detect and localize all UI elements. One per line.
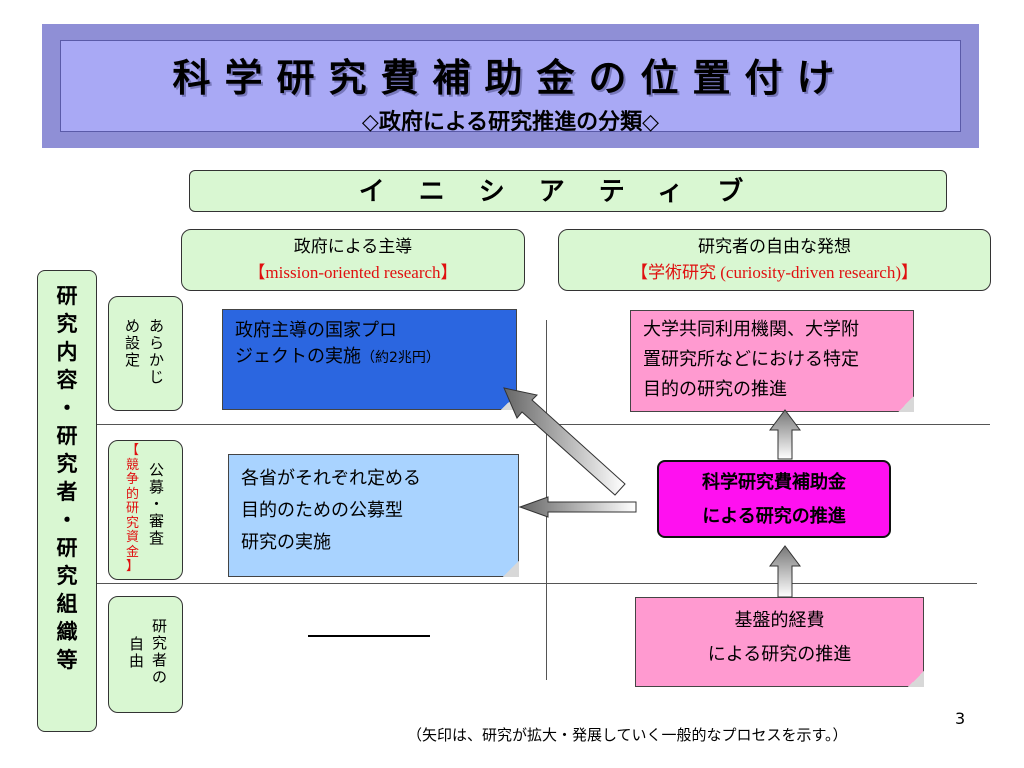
left-band-char: 者 bbox=[56, 480, 78, 504]
page-subtitle: ◇政府による研究推進の分類◇ bbox=[361, 110, 660, 135]
vertical-char: 究 bbox=[125, 515, 139, 531]
government-project-line2: ジェクトの実施 bbox=[235, 346, 361, 367]
row-label-competitive bbox=[108, 440, 183, 580]
arrow-left-to-ministry bbox=[518, 496, 637, 518]
vertical-char: 争 bbox=[125, 472, 139, 487]
column-header-free-academic: 【学術研究 bbox=[630, 263, 716, 283]
vertical-char: じ bbox=[148, 368, 164, 386]
vertical-char: 】 bbox=[125, 559, 139, 574]
empty-cell-dash bbox=[308, 635, 430, 637]
row-label-competitive-col-a: 公募・審査 bbox=[148, 462, 165, 547]
vertical-char: 研 bbox=[125, 501, 139, 516]
left-band-char: 織 bbox=[56, 620, 78, 644]
initiative-header: イニシアティブ bbox=[189, 170, 947, 212]
page-fold-corner bbox=[503, 561, 519, 577]
left-band-char: ・ bbox=[56, 396, 78, 420]
vertical-char: 由 bbox=[128, 652, 144, 670]
column-header-free-title: 研究者の自由な発想 bbox=[698, 237, 851, 257]
vertical-char: 的 bbox=[125, 486, 139, 502]
column-header-government-title: 政府による主導 bbox=[293, 237, 413, 257]
row-label-competitive-col-b: 【競争的研究資金】 bbox=[124, 443, 141, 575]
left-band-char: 究 bbox=[56, 312, 78, 336]
vertical-char: ら bbox=[148, 334, 164, 352]
page-fold-corner bbox=[898, 396, 914, 412]
page-number: 3 bbox=[955, 709, 966, 728]
left-band-char: 究 bbox=[56, 564, 78, 588]
left-band-char: 研 bbox=[56, 536, 78, 560]
vertical-char: 金 bbox=[125, 544, 139, 560]
arrow-up-to-kaken bbox=[769, 545, 801, 598]
vertical-char: ・ bbox=[148, 495, 164, 513]
vertical-char: 募 bbox=[148, 478, 164, 496]
ministry-line1: 各省がそれぞれ定める bbox=[241, 468, 421, 489]
government-project-line1: 政府主導の国家プロ bbox=[235, 320, 397, 341]
vertical-char: め bbox=[124, 317, 140, 335]
row-label-predetermined bbox=[108, 296, 183, 411]
row-label-predetermined-col-b: め設定 bbox=[124, 318, 141, 369]
basic-funding-line2: による研究の推進 bbox=[707, 644, 852, 665]
row-label-researcher-free-col-a: 研究者の bbox=[151, 618, 168, 686]
government-national-project-box: 政府主導の国家プロ ジェクトの実施（約2兆円） bbox=[222, 309, 517, 410]
row-label-researcher-free-col-b: 自由 bbox=[128, 636, 145, 670]
vertical-char: 者 bbox=[151, 651, 167, 669]
kaken-grant-box: 科学研究費補助金 による研究の推進 bbox=[657, 460, 891, 538]
kaken-line2: による研究の推進 bbox=[702, 506, 846, 527]
column-header-government: 政府による主導 【mission-oriented research】 bbox=[181, 229, 525, 291]
left-band-char: 究 bbox=[56, 452, 78, 476]
university-line1: 大学共同利用機関、大学附 bbox=[643, 319, 859, 340]
vertical-char: 設 bbox=[124, 334, 140, 352]
vertical-char: 研 bbox=[151, 617, 167, 635]
vertical-char: の bbox=[151, 668, 167, 686]
vertical-char: 競 bbox=[125, 457, 139, 473]
basic-funding-box: 基盤的経費 による研究の推進 bbox=[635, 597, 924, 687]
page-fold-corner bbox=[908, 671, 924, 687]
vertical-char: 究 bbox=[151, 634, 167, 652]
row-divider-2 bbox=[97, 583, 977, 584]
vertical-char: 定 bbox=[124, 351, 140, 369]
vertical-char: か bbox=[148, 351, 164, 369]
left-category-band bbox=[37, 270, 97, 732]
left-band-char: 研 bbox=[56, 284, 78, 308]
basic-funding-line1: 基盤的経費 bbox=[734, 610, 825, 631]
ministry-line3: 研究の実施 bbox=[241, 532, 331, 553]
left-band-char: 組 bbox=[56, 592, 78, 616]
left-category-label: 研 究 内 容 ・ 研 究 者 ・ 研 究 組 織 等 bbox=[37, 282, 97, 674]
arrow-up-to-university bbox=[769, 409, 801, 460]
kaken-line1: 科学研究費補助金 bbox=[702, 472, 846, 493]
university-line2: 置研究所などにおける特定 bbox=[643, 349, 859, 370]
left-band-char: 等 bbox=[56, 648, 78, 672]
vertical-char: あ bbox=[148, 317, 164, 335]
university-line3: 目的の研究の推進 bbox=[643, 379, 787, 400]
ministry-public-research-box: 各省がそれぞれ定める 目的のための公募型 研究の実施 bbox=[228, 454, 519, 577]
vertical-char: 公 bbox=[148, 461, 164, 479]
left-band-char: 内 bbox=[56, 340, 78, 364]
left-band-char: 容 bbox=[56, 368, 78, 392]
title-panel: 科学研究費補助金の位置付け ◇政府による研究推進の分類◇ bbox=[60, 40, 961, 135]
vertical-char: 審 bbox=[148, 512, 164, 530]
column-header-free-english: (curiosity-driven research)】 bbox=[715, 263, 919, 282]
arrow-diagonal-to-government bbox=[503, 387, 626, 496]
ministry-line2: 目的のための公募型 bbox=[241, 500, 403, 521]
footnote: （矢印は、研究が拡大・発展していく一般的なプロセスを示す。） bbox=[407, 726, 848, 744]
column-header-government-english: 【mission-oriented research】 bbox=[248, 263, 458, 282]
left-band-char: 研 bbox=[56, 424, 78, 448]
row-label-predetermined-col-a: あらかじ bbox=[148, 318, 165, 386]
government-project-amount: （約2兆円） bbox=[361, 350, 440, 366]
vertical-char: 査 bbox=[148, 529, 164, 547]
university-institute-box: 大学共同利用機関、大学附 置研究所などにおける特定 目的の研究の推進 bbox=[630, 310, 914, 412]
page-title: 科学研究費補助金の位置付け bbox=[172, 56, 849, 100]
row-label-researcher-free bbox=[108, 596, 183, 713]
vertical-char: 資 bbox=[125, 530, 139, 545]
column-header-free: 研究者の自由な発想 【学術研究 (curiosity-driven resear… bbox=[558, 229, 991, 291]
left-band-char: ・ bbox=[56, 508, 78, 532]
vertical-char: 【 bbox=[125, 443, 139, 458]
vertical-char: 自 bbox=[128, 635, 144, 653]
